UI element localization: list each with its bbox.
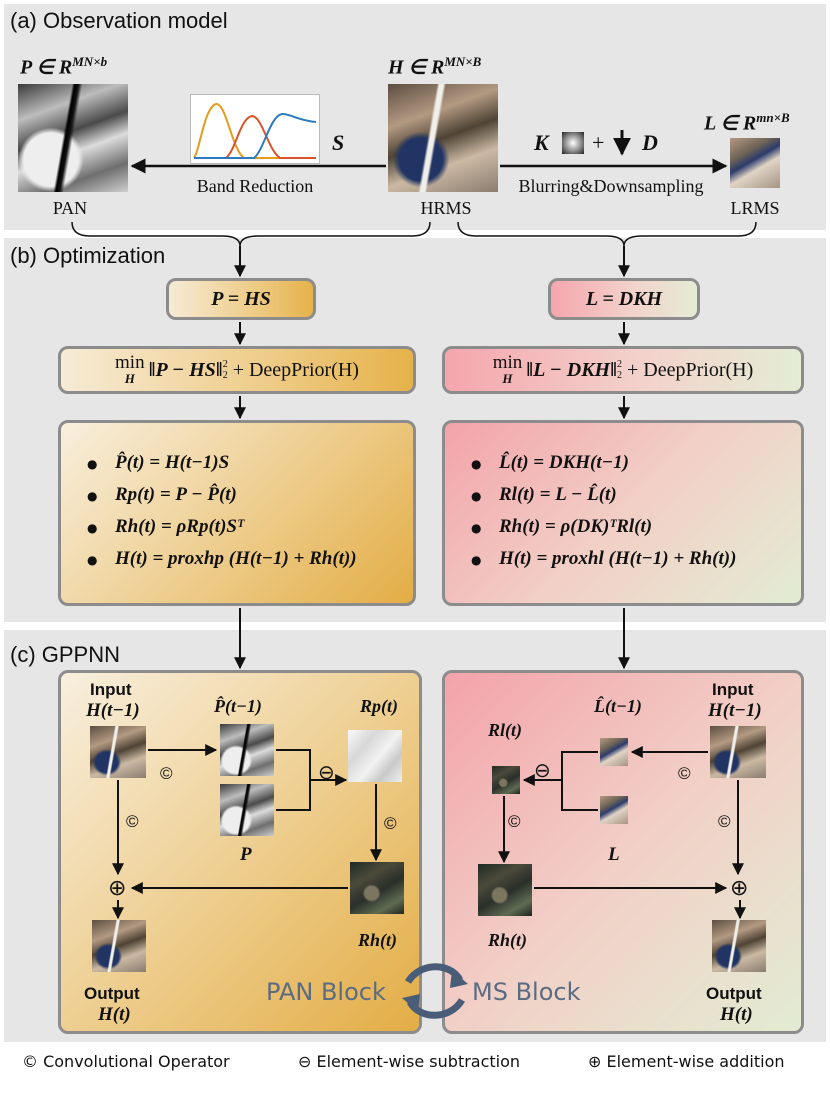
l-hat-image xyxy=(600,738,628,766)
rh-label-pan: Rh(t) xyxy=(358,930,398,950)
d-symbol: D xyxy=(642,130,658,155)
exchange-arrows-icon xyxy=(402,963,468,1019)
band-reduction-label: Band Reduction xyxy=(196,176,314,196)
pan-dimension: P ∈ RMN×b xyxy=(20,54,108,79)
right-step-1: ●L̂(t) = DKH(t−1) xyxy=(471,452,629,473)
rp-image xyxy=(348,730,402,782)
lrms-dimension: L ∈ Rmn×B xyxy=(704,110,790,135)
left-step-2: ●Rp(t) = P − P̂(t) xyxy=(87,484,237,505)
s-symbol: S xyxy=(332,130,345,155)
plus-symbol: + xyxy=(592,130,605,155)
section-title-c: (c) GPPNN xyxy=(10,642,120,667)
rl-label: Rl(t) xyxy=(488,720,522,740)
ms-input-label: Input xyxy=(712,680,754,699)
hrms-label: HRMS xyxy=(420,198,472,218)
right-step-3: ●Rh(t) = ρ(DK)ᵀRl(t) xyxy=(471,516,653,537)
spectral-response-plot xyxy=(190,94,320,164)
right-step-4: ●H(t) = proxhl (H(t−1) + Rh(t)) xyxy=(471,548,737,569)
left-step-3: ●Rh(t) = ρRp(t)Sᵀ xyxy=(87,516,244,537)
pan-block-label: PAN Block xyxy=(266,978,386,1006)
blur-kernel-icon xyxy=(562,132,584,154)
hrms-dimension: H ∈ RMN×B xyxy=(388,54,482,79)
blurring-label: Blurring&Downsampling xyxy=(518,176,704,196)
rl-image xyxy=(492,766,520,794)
left-brace xyxy=(71,221,431,247)
legend-add: ⊕ Element-wise addition xyxy=(588,1052,785,1071)
section-title-b: (b) Optimization xyxy=(10,243,166,268)
left-steps-box: ●P̂(t) = H(t−1)S ●Rp(t) = P − P̂(t) ●Rh(… xyxy=(58,420,416,606)
right-step-2: ●Rl(t) = L − L̂(t) xyxy=(471,484,617,505)
k-symbol: K xyxy=(534,130,549,155)
left-step-1: ●P̂(t) = H(t−1)S xyxy=(87,452,230,473)
legend-conv: © Convolutional Operator xyxy=(22,1052,230,1071)
legend-sub: ⊖ Element-wise subtraction xyxy=(298,1052,521,1071)
l-hat-label: L̂(t−1) xyxy=(594,696,642,716)
ms-output-label: Output xyxy=(706,984,762,1003)
hrms-image xyxy=(388,84,498,192)
pan-input-image xyxy=(90,726,146,778)
p-image xyxy=(220,784,274,836)
pan-label: PAN xyxy=(52,198,88,218)
plus-symbol-ms: ⊕ xyxy=(730,875,749,900)
pan-output-h: H(t) xyxy=(98,1004,131,1025)
p-hat-image xyxy=(220,724,274,776)
ms-output-h: H(t) xyxy=(720,1004,753,1025)
conv-symbol-pan-3: © xyxy=(384,814,397,833)
right-model-box: L = DKH xyxy=(548,278,700,320)
l-image xyxy=(600,796,628,824)
rp-label: Rp(t) xyxy=(360,696,398,716)
ms-input-h: H(t−1) xyxy=(708,700,762,721)
left-model-box: P = HS xyxy=(166,278,316,320)
l-label: L xyxy=(608,844,620,865)
conv-symbol-ms-3: © xyxy=(718,812,731,831)
pan-output-image xyxy=(92,920,146,972)
minus-symbol-pan: ⊖ xyxy=(318,762,335,784)
plus-symbol-pan: ⊕ xyxy=(108,875,127,900)
ms-input-image xyxy=(710,726,766,778)
right-steps-box: ●L̂(t) = DKH(t−1) ●Rl(t) = L − L̂(t) ●Rh… xyxy=(442,420,804,606)
conv-symbol-ms-2: © xyxy=(508,812,521,831)
right-steps-list: ●L̂(t) = DKH(t−1) ●Rl(t) = L − L̂(t) ●Rh… xyxy=(471,447,736,575)
conv-symbol-pan-1: © xyxy=(160,764,173,783)
lrms-image xyxy=(730,138,780,188)
rh-image-ms xyxy=(478,864,532,916)
ms-block-label: MS Block xyxy=(472,978,581,1006)
lrms-label: LRMS xyxy=(730,198,780,218)
p-hat-label: P̂(t−1) xyxy=(214,696,262,716)
conv-symbol-pan-2: © xyxy=(126,812,139,831)
left-step-4: ●H(t) = proxhp (H(t−1) + Rh(t)) xyxy=(87,548,357,569)
right-brace xyxy=(457,221,757,247)
ms-output-image xyxy=(712,920,766,972)
p-label: P xyxy=(240,844,252,865)
pan-image xyxy=(18,84,128,192)
spectral-curves xyxy=(193,103,317,159)
pan-output-label: Output xyxy=(84,984,140,1003)
rh-image-pan xyxy=(350,862,404,914)
conv-symbol-ms-1: © xyxy=(678,764,691,783)
left-steps-list: ●P̂(t) = H(t−1)S ●Rp(t) = P − P̂(t) ●Rh(… xyxy=(87,447,357,575)
pan-input-label: Input xyxy=(90,680,132,699)
pan-input-h: H(t−1) xyxy=(86,700,140,721)
section-title-a: (a) Observation model xyxy=(10,8,228,33)
minus-symbol-ms: ⊖ xyxy=(534,760,551,782)
rh-label-ms: Rh(t) xyxy=(488,930,528,950)
